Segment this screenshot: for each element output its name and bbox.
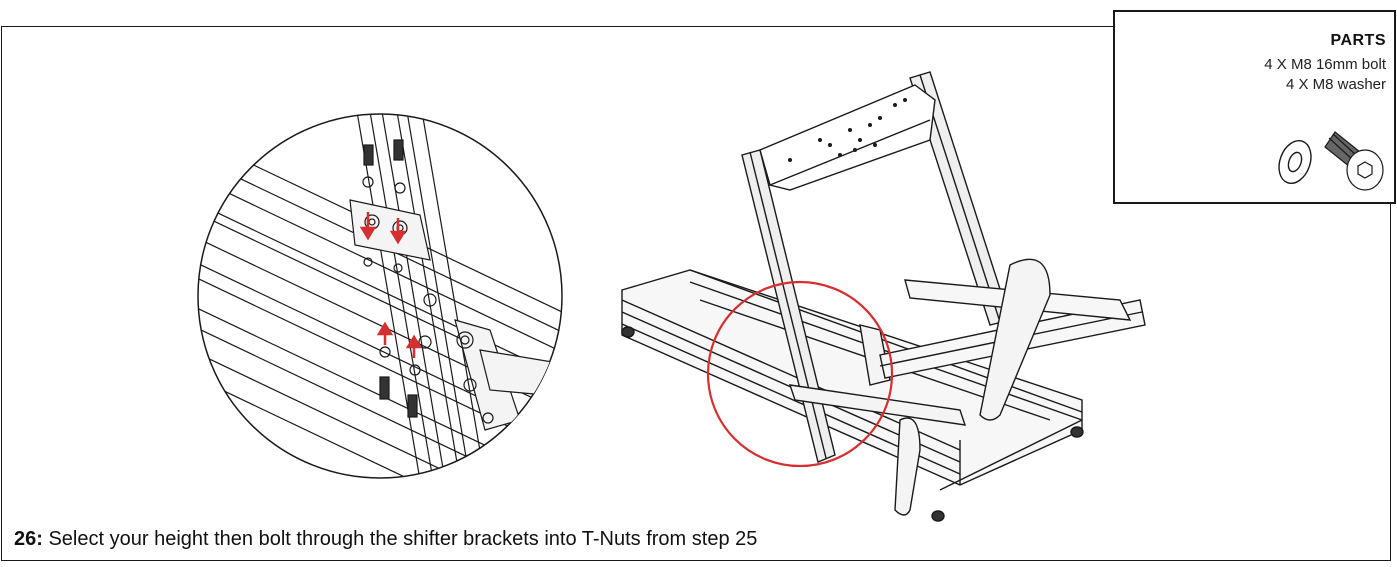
- step-number: 26:: [14, 528, 43, 550]
- highlight-circle: [706, 280, 894, 468]
- parts-panel: PARTS 4 X M8 16mm bolt 4 X M8 washer: [1113, 10, 1396, 204]
- upright-bracket: [354, 114, 486, 478]
- parts-item-washer: 4 X M8 washer: [1285, 76, 1386, 93]
- detail-zoom-view: [197, 113, 563, 479]
- parts-icons: [1278, 131, 1384, 191]
- bolt-icon: [1324, 131, 1384, 191]
- parts-title: PARTS: [1330, 32, 1386, 49]
- parts-item-bolt: 4 X M8 16mm bolt: [1264, 56, 1386, 73]
- step-caption: 26: Select your height then bolt through…: [14, 528, 757, 551]
- step-text: Select your height then bolt through the…: [48, 528, 758, 550]
- washer-icon: [1278, 139, 1312, 185]
- rig-illustration: [621, 71, 1146, 522]
